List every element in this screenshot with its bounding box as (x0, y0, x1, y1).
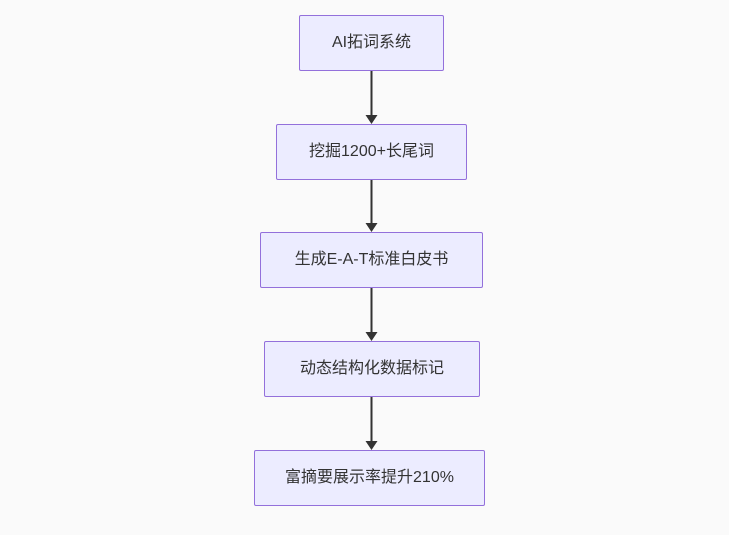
flow-node-structured-data: 动态结构化数据标记 (264, 341, 480, 397)
arrow-line (370, 397, 372, 441)
flow-node-label: AI拓词系统 (331, 34, 412, 52)
arrow-line (370, 288, 372, 332)
flow-node-label: 动态结构化数据标记 (299, 360, 444, 378)
flow-node-label: 挖掘1200+长尾词 (309, 143, 434, 161)
flow-arrow-3 (365, 288, 378, 341)
arrow-line (370, 180, 372, 223)
arrow-line (370, 71, 372, 115)
flow-arrow-2 (365, 180, 378, 232)
flow-node-longtail-mining: 挖掘1200+长尾词 (276, 124, 467, 180)
flow-arrow-4 (365, 397, 378, 450)
flow-arrow-1 (365, 71, 378, 124)
flow-node-label: 生成E-A-T标准白皮书 (294, 251, 449, 269)
flow-node-rich-snippet-result: 富摘要展示率提升210% (254, 450, 485, 506)
arrow-head-down-icon (365, 115, 377, 124)
flow-node-label: 富摘要展示率提升210% (285, 469, 454, 487)
flow-node-eat-whitepaper: 生成E-A-T标准白皮书 (260, 232, 483, 288)
arrow-head-down-icon (365, 332, 377, 341)
arrow-head-down-icon (365, 223, 377, 232)
flow-node-ai-word-system: AI拓词系统 (299, 15, 444, 71)
arrow-head-down-icon (365, 441, 377, 450)
